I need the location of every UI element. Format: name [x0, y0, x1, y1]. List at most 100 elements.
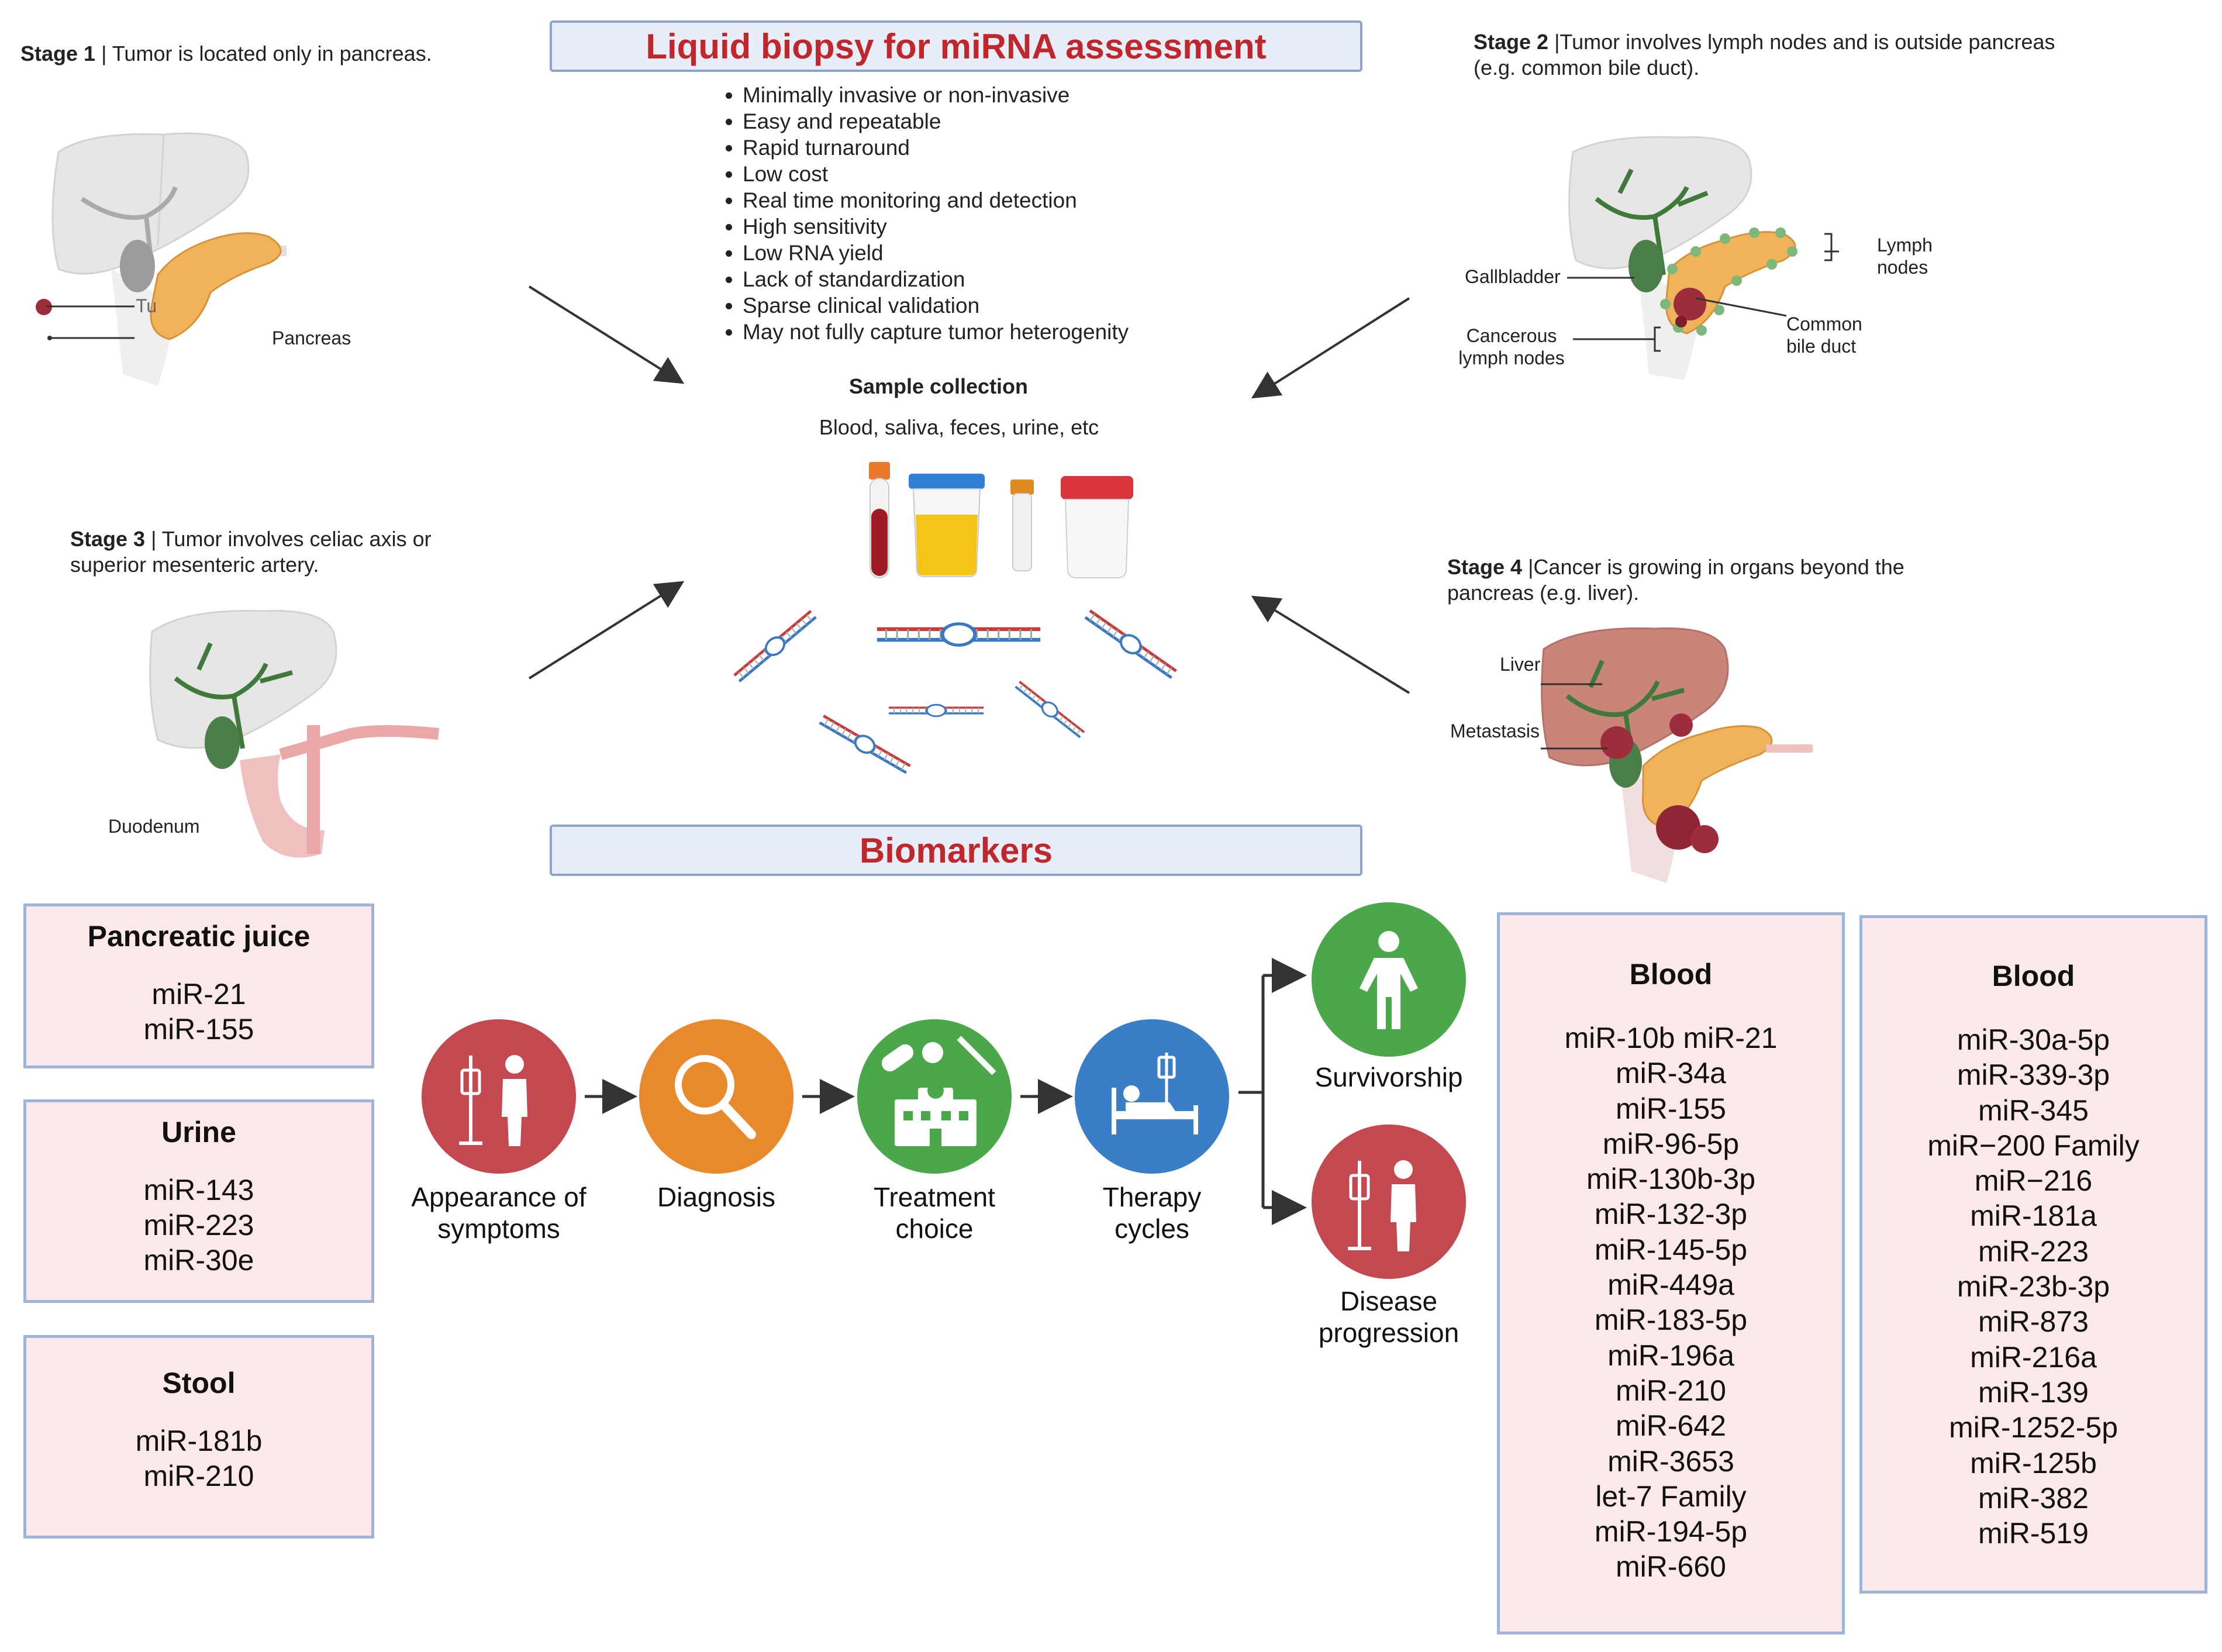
stage2-text: Tumor involves lymph nodes and is outsid… [1474, 30, 2055, 80]
mirna-item: miR-21 [151, 978, 246, 1010]
mirna-item: miR-30a-5p [1957, 1023, 2110, 1056]
mirna-item: miR-196a [1607, 1339, 1734, 1372]
mirna-item: miR-181b [135, 1425, 263, 1457]
sample-types: Blood, saliva, feces, urine, etc [819, 415, 1099, 439]
stage2-liver-pancreas-icon [1568, 136, 1797, 380]
stage4-label: Stage 4 [1447, 555, 1523, 579]
mirna-item: miR-34a [1616, 1057, 1726, 1090]
mirna-item: miR-125b [1970, 1446, 2097, 1479]
advantage-item: Minimally invasive or non-invasive [743, 82, 1129, 108]
mirna-item: miR-223 [1978, 1234, 2089, 1268]
advantage-item: Low cost [743, 161, 1129, 187]
stage3-caption: Stage 3 | Tumor involves celiac axis or … [70, 527, 432, 577]
symptoms-step-icon [422, 1019, 576, 1174]
mirna-item: miR-130b-3p [1586, 1163, 1755, 1196]
stage1-leader-lines [47, 305, 134, 340]
disease-progression-icon [1312, 1125, 1466, 1279]
mirna-item: miR-519 [1978, 1517, 2089, 1550]
stage4-liver-label: Liver [1500, 654, 1541, 675]
stage2-gallbladder-label: Gallbladder [1465, 266, 1561, 287]
mirna-item: miR-223 [143, 1209, 254, 1241]
stage1-pancreas-label: Pancreas [272, 327, 351, 349]
step-label-treatment: Treatment choice [874, 1182, 995, 1244]
mirna-item: miR-873 [1978, 1305, 2089, 1339]
mirna-item: miR-139 [1978, 1375, 2089, 1409]
stage4-text: Cancer is growing in organs beyond the p… [1447, 555, 1904, 605]
mirna-item: miR−216 [1974, 1164, 2093, 1198]
blood1-title: Blood [1629, 958, 1713, 991]
sample-collection-title: Sample collection [848, 374, 1029, 398]
mirna-item: miR-216a [1970, 1340, 2097, 1374]
liquid-biopsy-title-box: Liquid biopsy for miRNA assessment [550, 20, 1362, 72]
stool-title: Stool [162, 1367, 236, 1399]
advantage-item: High sensitivity [743, 213, 1129, 240]
mirna-item: let-7 Family [1595, 1479, 1747, 1513]
outcome-label-survivorship: Survivorship [1314, 1062, 1463, 1092]
pancreatic-juice-box: Pancreatic juice miR-21 miR-155 [23, 903, 374, 1068]
mirna-item: miR-210 [143, 1460, 254, 1492]
pancreatic-juice-title: Pancreatic juice [87, 920, 310, 953]
stage4-leader-lines [1541, 683, 1608, 750]
stage3-liver-duodenum-icon [149, 609, 439, 858]
stage4-caption: Stage 4 |Cancer is growing in organs bey… [1447, 555, 1904, 605]
biomarkers-title: Biomarkers [859, 830, 1053, 870]
mirna-item: miR-30e [143, 1244, 254, 1277]
stage3-text: Tumor involves celiac axis or superior m… [70, 527, 432, 577]
sample-containers-icon [869, 462, 1133, 578]
mirna-item: miR-642 [1616, 1409, 1726, 1443]
advantage-item: Real time monitoring and detection [743, 187, 1129, 213]
mirna-item: miR-3653 [1607, 1444, 1734, 1478]
step-label-diagnosis: Diagnosis [657, 1182, 775, 1212]
advantage-item: Low RNA yield [743, 240, 1129, 266]
stage1-tumor-label: Tu [136, 295, 157, 316]
advantage-item: Lack of standardization [743, 266, 1129, 292]
mirna-item: miR-23b-3p [1957, 1270, 2110, 1303]
stage2-cancerous-label: Cancerous lymph nodes [1458, 325, 1565, 368]
treatment-step-icon [857, 1019, 1012, 1174]
urine-box: Urine miR-143 miR-223 miR-30e [23, 1099, 374, 1303]
blood-box-1: Blood miR-10b miR-21 miR-34a miR-155 miR… [1497, 912, 1845, 1634]
stage1-text: Tumor is located only in pancreas. [112, 42, 432, 65]
mirna-item: miR-155 [1616, 1092, 1726, 1125]
mirna-item: miR-339-3p [1957, 1058, 2110, 1092]
mirna-item: miR-10b miR-21 [1564, 1022, 1778, 1054]
mirna-item: miR-210 [1616, 1374, 1726, 1407]
advantage-item: Rapid turnaround [743, 134, 1129, 161]
mirna-item: miR-96-5p [1602, 1127, 1740, 1160]
mirna-item: miR-181a [1970, 1199, 2097, 1233]
mirna-item: miR-132-3p [1594, 1198, 1748, 1231]
advantages-list: Minimally invasive or non-invasive Easy … [710, 82, 1129, 345]
mirna-item: miR-345 [1978, 1094, 2089, 1127]
biomarkers-title-box: Biomarkers [550, 825, 1362, 876]
step-label-therapy: Therapy cycles [1102, 1182, 1202, 1244]
urine-title: Urine [161, 1116, 236, 1149]
mirna-item: miR-1252-5p [1948, 1411, 2118, 1444]
mirna-item: miR-155 [143, 1013, 254, 1046]
survivorship-icon [1312, 902, 1466, 1057]
therapy-step-icon [1075, 1019, 1229, 1174]
stage1-caption: Stage 1 | Tumor is located only in pancr… [20, 42, 432, 65]
blood2-title: Blood [1992, 960, 2075, 992]
mirna-item: miR-183-5p [1594, 1303, 1748, 1337]
stage2-label: Stage 2 [1474, 30, 1549, 54]
stage2-caption: Stage 2 |Tumor involves lymph nodes and … [1474, 30, 2055, 80]
stage3-label: Stage 3 [70, 527, 146, 551]
diagnosis-step-icon [639, 1019, 793, 1174]
blood-box-2: Blood miR-30a-5p miR-339-3p miR-345 miR−… [1859, 915, 2207, 1594]
step-label-symptoms: Appearance of symptoms [411, 1182, 586, 1244]
mirna-item: miR-449a [1607, 1268, 1734, 1302]
stool-box: Stool miR-181b miR-210 [23, 1335, 374, 1539]
mirna-item: miR-382 [1978, 1481, 2089, 1515]
stage1-label: Stage 1 [20, 42, 96, 65]
mirna-item: miR−200 Family [1927, 1129, 2140, 1162]
stage1-liver-pancreas-icon [36, 132, 287, 386]
stage2-leader-lines [1567, 233, 1839, 352]
advantage-item: May not fully capture tumor heterogenity [743, 319, 1129, 345]
stage4-liver-metastasis-icon [1541, 627, 1813, 883]
liquid-biopsy-title: Liquid biopsy for miRNA assessment [646, 26, 1267, 66]
stage2-lymph-label: Lymph nodes [1877, 234, 1933, 278]
mirna-item: miR-145-5p [1594, 1233, 1748, 1266]
stage2-bileduct-label: Common bile duct [1786, 313, 1862, 357]
